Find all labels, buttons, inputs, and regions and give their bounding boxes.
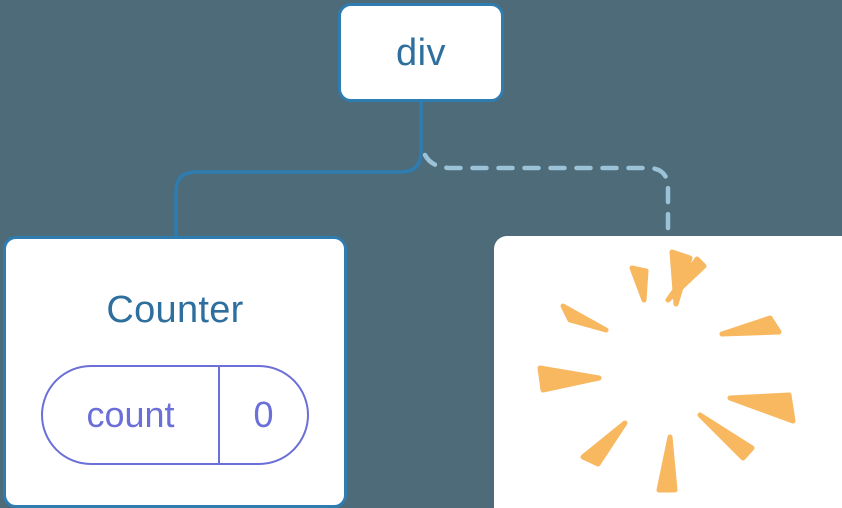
node-counter-title: Counter [106, 289, 244, 331]
ray-nnw [629, 265, 649, 303]
node-highlight[interactable] [494, 236, 842, 508]
ray-se [697, 412, 755, 461]
state-value-label: 0 [253, 394, 274, 435]
ray-nne [665, 256, 707, 303]
state-key-label: count [86, 394, 175, 435]
sparkle-burst-icon [537, 249, 796, 493]
node-div-label: div [395, 31, 447, 74]
connector-root-to-highlight [422, 152, 671, 239]
ray-w [537, 365, 602, 393]
connector-root-to-counter [174, 100, 423, 238]
node-counter[interactable]: Counter count 0 [3, 236, 347, 508]
state-pill-count[interactable]: count 0 [41, 365, 309, 465]
node-div[interactable]: div [338, 3, 504, 102]
state-key-cell: count [43, 367, 220, 463]
ray-sw [580, 420, 628, 467]
ray-nw [560, 303, 609, 333]
state-value-cell: 0 [220, 367, 307, 463]
ray-s [656, 434, 678, 493]
ray-e [727, 392, 796, 424]
ray-ne [719, 315, 782, 337]
